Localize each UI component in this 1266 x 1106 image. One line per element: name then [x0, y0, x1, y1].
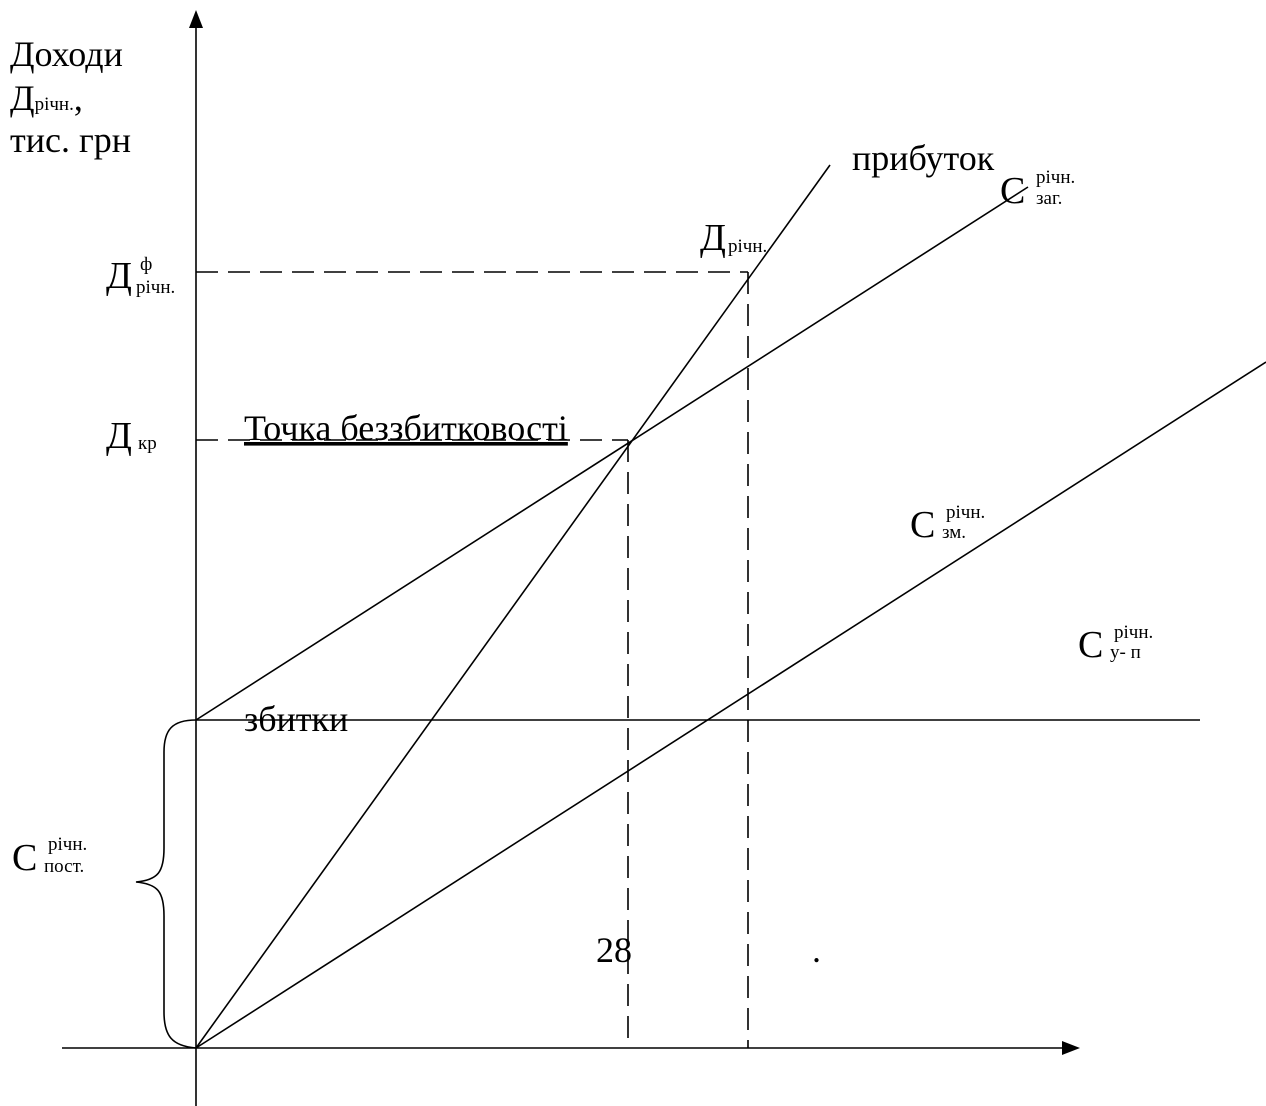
svg-text:Д: Д: [106, 255, 132, 297]
profit-label: прибуток: [852, 138, 995, 178]
total-cost-line: [195, 186, 1029, 721]
c-variable-label: С річн. зм.: [910, 502, 985, 546]
c-fixed-label: С річн. пост.: [12, 834, 87, 879]
revenue-line: [195, 164, 831, 1049]
svg-text:С: С: [1078, 624, 1103, 666]
svg-text:кр: кр: [138, 433, 157, 454]
c-semi-variable-label: С річн. у- п: [1078, 622, 1153, 666]
svg-text:річн.: річн.: [728, 236, 767, 257]
svg-text:у- п: у- п: [1110, 642, 1141, 663]
losses-label: збитки: [244, 699, 348, 739]
svg-text:річн.: річн.: [1114, 622, 1153, 643]
d-fact-label: Д ф річн.: [106, 254, 175, 298]
variable-cost-line: [195, 361, 1266, 1049]
y-axis-label-line1: Доходи: [10, 34, 123, 74]
svg-text:заг.: заг.: [1036, 188, 1062, 209]
svg-text:зм.: зм.: [942, 522, 966, 543]
y-axis-arrow: [189, 10, 203, 28]
svg-text:Д: Д: [700, 217, 726, 259]
svg-text:С: С: [910, 504, 935, 546]
breakeven-label: Точка беззбитковості: [244, 408, 568, 448]
svg-text:річн.: річн.: [1036, 167, 1075, 188]
y-axis-label-line3: тис. грн: [10, 120, 131, 160]
dot-mark: .: [812, 930, 821, 970]
x-value-label: 28: [596, 930, 632, 970]
svg-text:ф: ф: [140, 254, 152, 275]
d-annual-label: Д річн.: [700, 217, 767, 259]
fixed-cost-brace: [135, 719, 197, 1049]
c-total-label: С річн. заг.: [1000, 167, 1075, 212]
svg-text:С: С: [12, 837, 37, 879]
svg-text:пост.: пост.: [44, 856, 84, 877]
svg-text:річн.: річн.: [48, 834, 87, 855]
y-axis-label-line2: Дрічн.,: [10, 78, 83, 118]
svg-text:С: С: [1000, 170, 1025, 212]
svg-text:Д: Д: [106, 415, 132, 457]
svg-text:річн.: річн.: [946, 502, 985, 523]
d-kr-label: Д кр: [106, 415, 157, 457]
svg-text:річн.: річн.: [136, 277, 175, 298]
x-axis-arrow: [1062, 1041, 1080, 1055]
